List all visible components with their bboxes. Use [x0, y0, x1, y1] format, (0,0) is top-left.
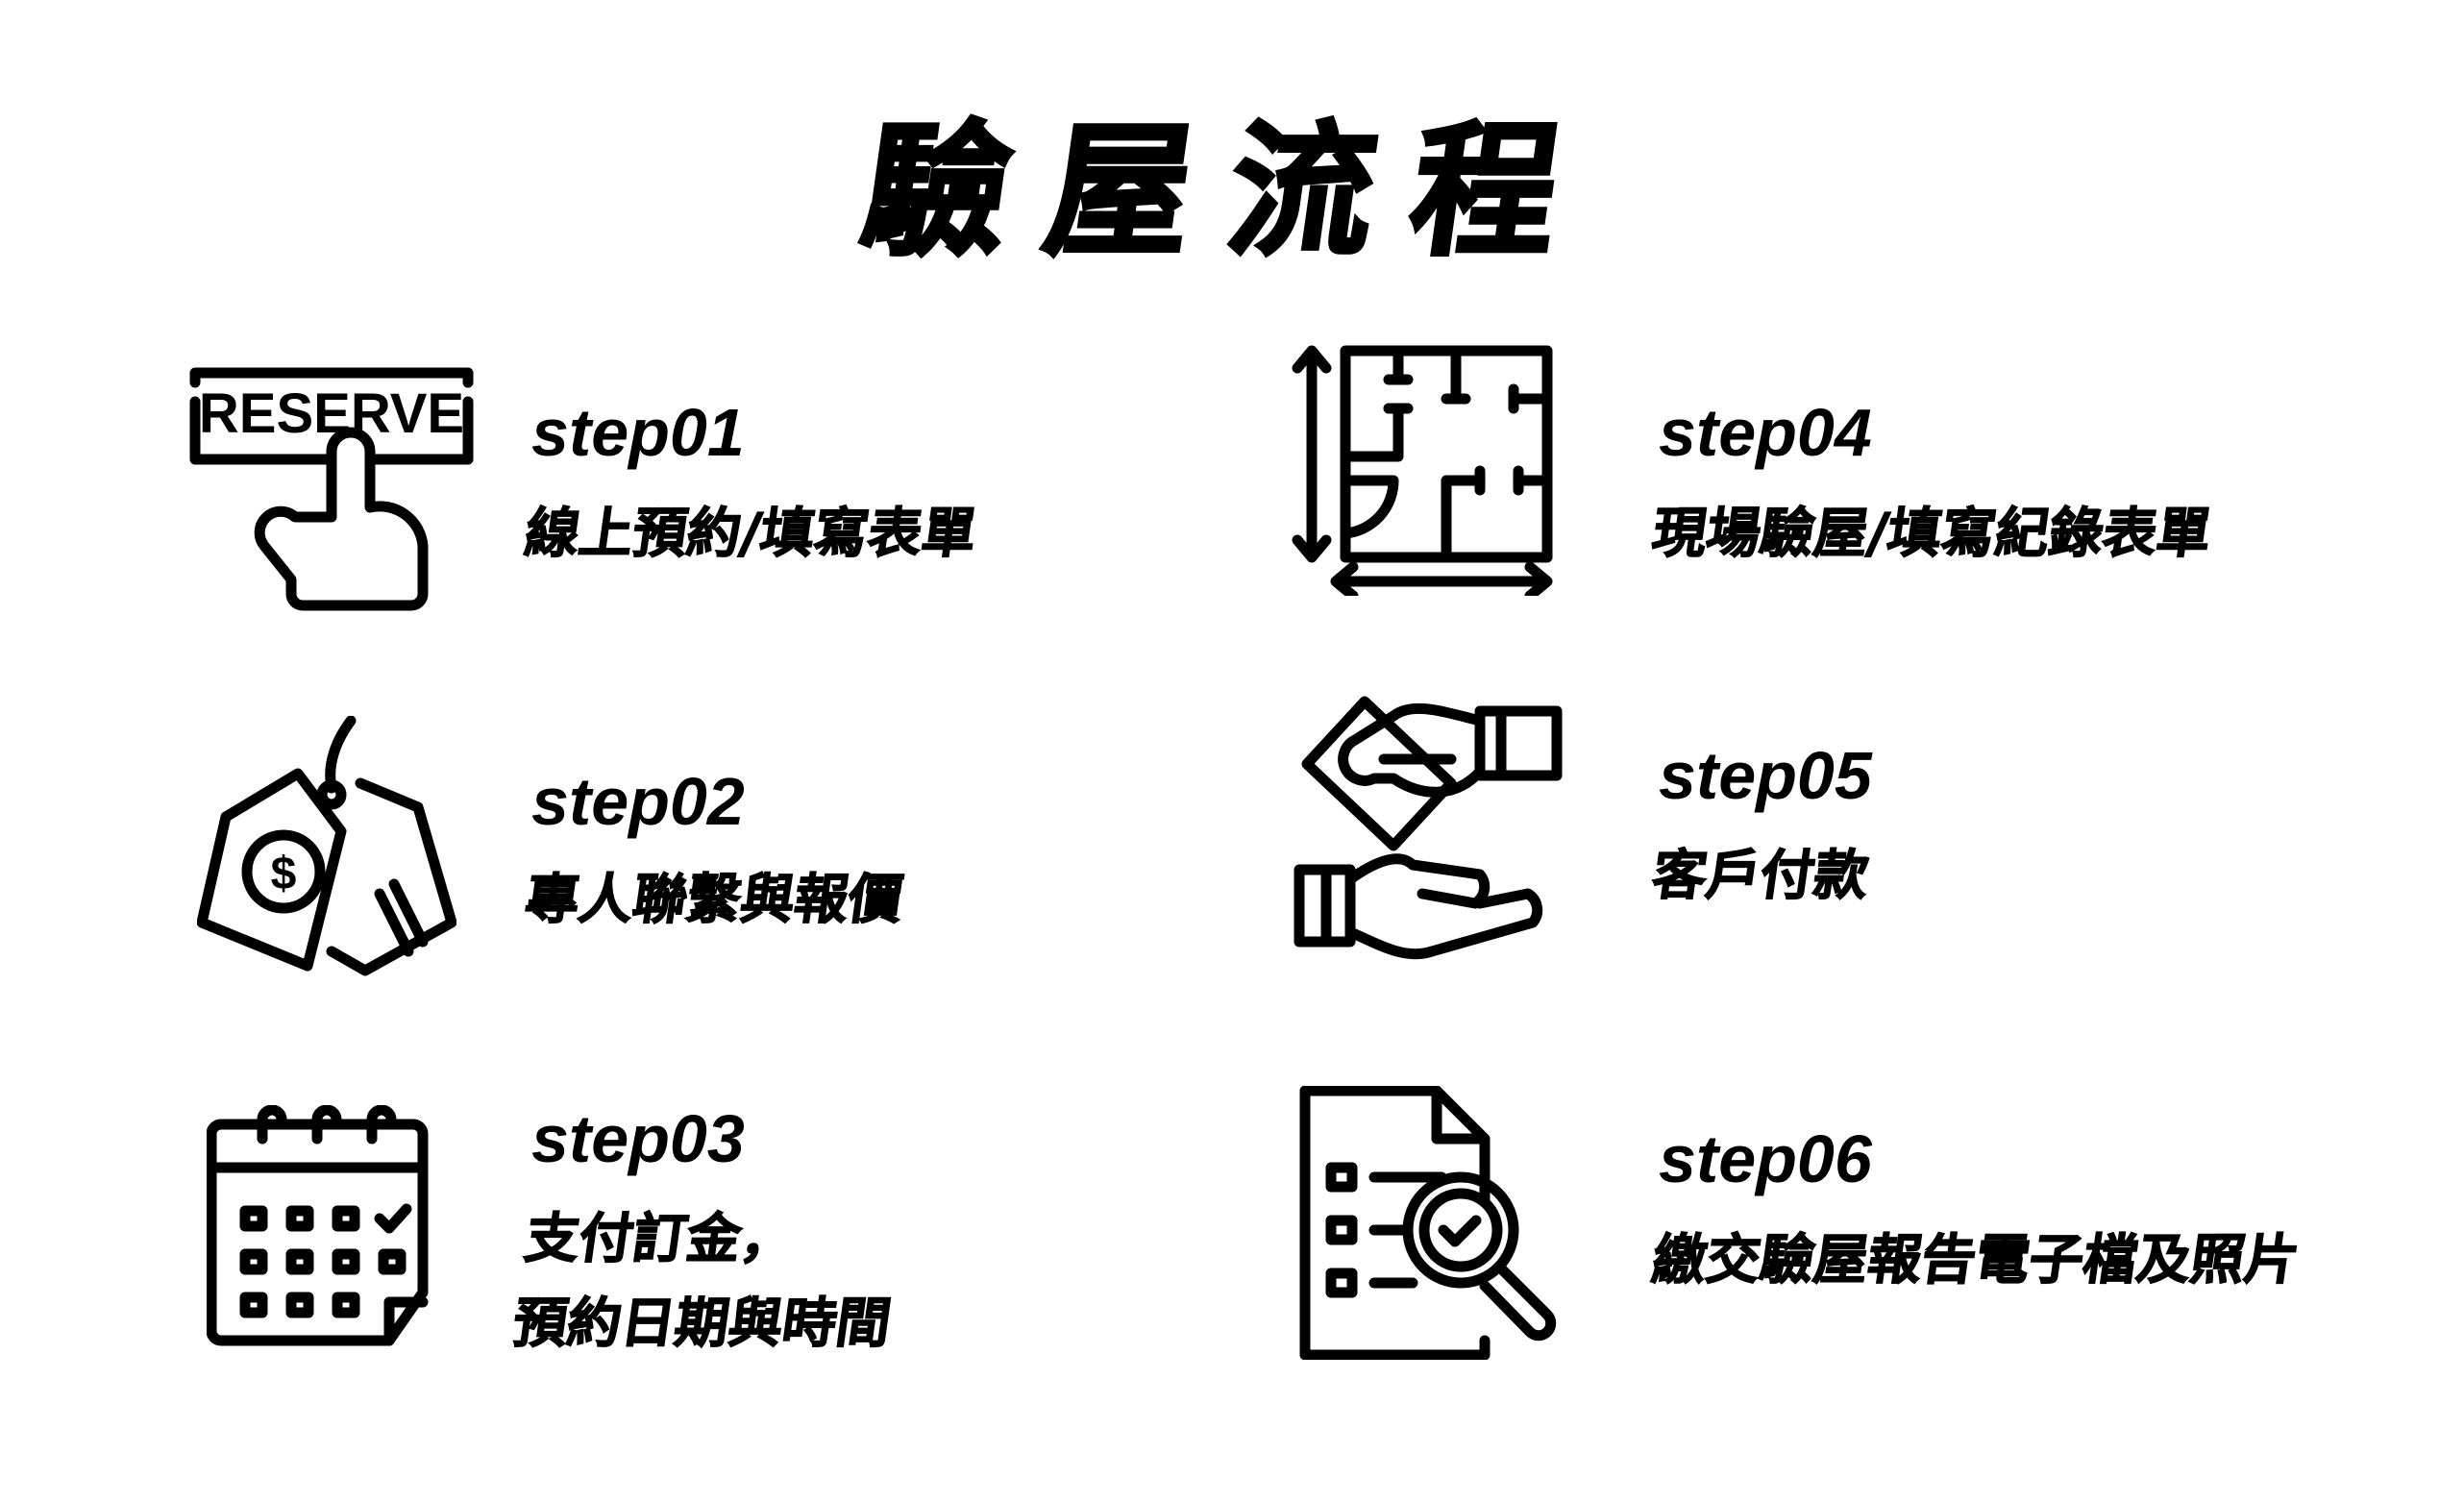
step-description: 支付訂金， 預約日期與時間 [507, 1197, 908, 1367]
report-inspection-icon [1297, 1086, 1566, 1360]
step-description-line: 客戶付款 [1648, 844, 1874, 908]
step-label: step01 [531, 395, 745, 470]
step-description-line: 專人聯繫與報價 [521, 868, 908, 932]
svg-text:$: $ [271, 849, 297, 899]
step-label: step05 [1659, 738, 1872, 813]
step-description-line: 現場驗屋/填寫紀錄表單 [1648, 502, 2216, 566]
step-description: 現場驗屋/填寫紀錄表單 [1647, 492, 2217, 577]
reserve-text: RESERVE [199, 382, 464, 445]
floor-plan-icon [1288, 341, 1566, 596]
step-description: 繳交驗屋報告電子檔及照片 [1647, 1219, 2304, 1303]
step-description: 客戶付款 [1647, 834, 1874, 919]
price-tag-icon: $ [197, 716, 456, 980]
step-label: step03 [531, 1101, 745, 1176]
step-description: 線上預約/填寫表單 [520, 492, 982, 577]
step-label: step04 [1659, 395, 1872, 470]
step-description-line: 預約日期與時間 [508, 1292, 896, 1356]
reserve-hand-icon: RESERVE [187, 363, 476, 615]
step-description: 專人聯繫與報價 [520, 858, 908, 943]
calendar-icon [207, 1105, 442, 1350]
step-label: step06 [1659, 1121, 1872, 1196]
step-description-line: 支付訂金， [521, 1207, 801, 1271]
step-description-line: 繳交驗屋報告電子檔及照片 [1648, 1228, 2304, 1293]
step-label: step02 [531, 764, 745, 839]
page-title: 驗屋流程 [851, 107, 1609, 278]
step-description-line: 線上預約/填寫表單 [521, 502, 981, 566]
payment-hands-icon [1288, 687, 1566, 961]
